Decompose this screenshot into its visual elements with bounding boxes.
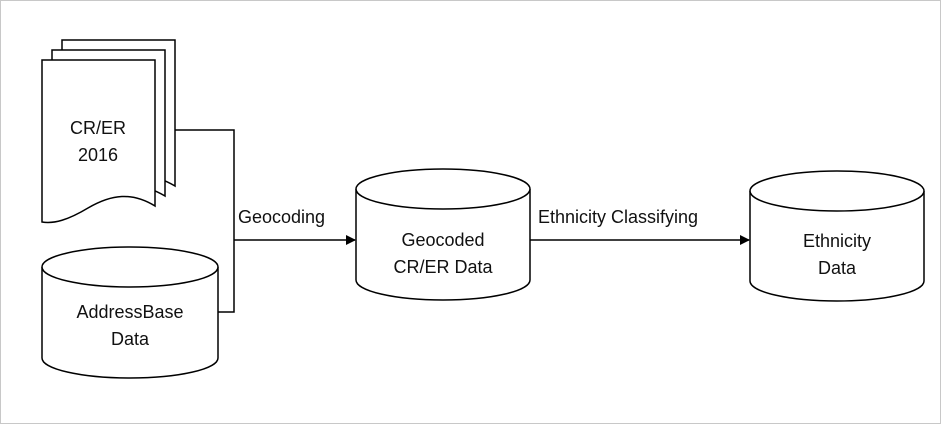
addressbase-cylinder-body <box>41 267 219 379</box>
ethnicity-classifying-label: Ethnicity Classifying <box>538 207 698 227</box>
addressbase-label-line2: Data <box>111 329 150 349</box>
ethnicity-cylinder-body <box>749 191 925 302</box>
ethnicity-label-line1: Ethnicity <box>803 231 871 251</box>
geocoding-label: Geocoding <box>238 207 325 227</box>
geocoded-datastore <box>355 168 531 301</box>
geocoded-cylinder-top <box>355 168 531 210</box>
crer-label-line1: CR/ER <box>70 118 126 138</box>
connector-addressbase-to-merge <box>218 240 235 313</box>
ethnicity-cylinder-top <box>749 170 925 212</box>
addressbase-datastore <box>41 246 219 379</box>
crer-label-line2: 2016 <box>78 145 118 165</box>
addressbase-label-line1: AddressBase <box>76 302 183 322</box>
geocoded-cylinder-body <box>355 189 531 301</box>
document-front-sheet <box>41 59 156 224</box>
crer-document-stack <box>41 39 176 224</box>
ethnicity-datastore <box>749 170 925 302</box>
connector-crer-to-merge <box>175 129 235 240</box>
ethnicity-label-line2: Data <box>818 258 857 278</box>
addressbase-cylinder-top <box>41 246 219 288</box>
geocoded-label-line2: CR/ER Data <box>393 257 493 277</box>
geocoded-label-line1: Geocoded <box>401 230 484 250</box>
